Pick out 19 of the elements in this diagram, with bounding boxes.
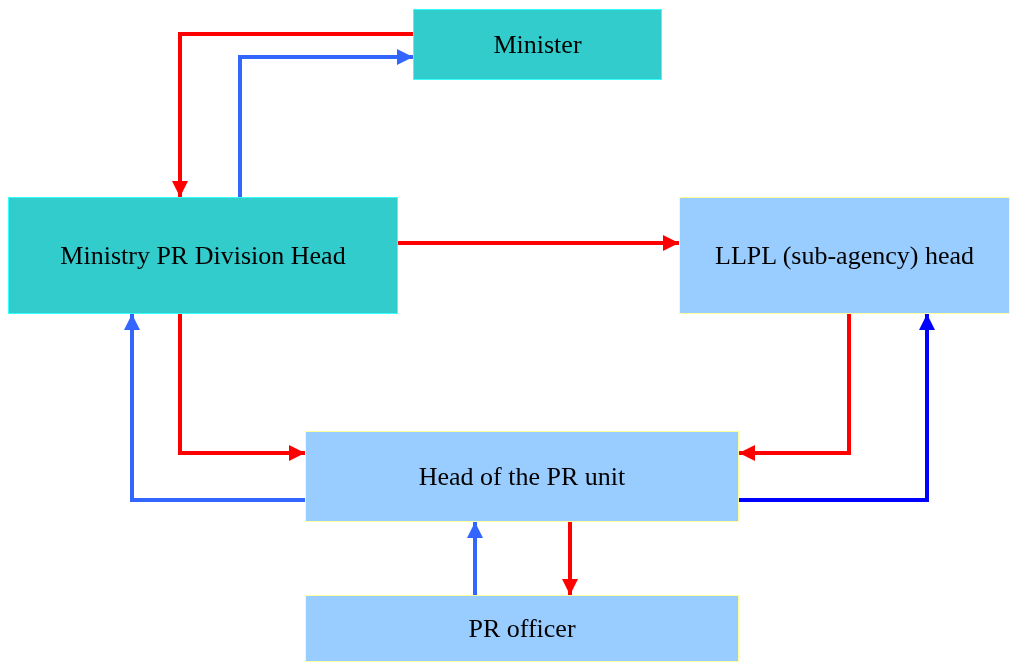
box-label: Head of the PR unit	[418, 460, 626, 493]
arrow	[124, 314, 305, 502]
process-box	[305, 431, 739, 522]
process-box	[679, 197, 1010, 314]
box-label: LLPL (sub-agency) head	[715, 239, 974, 272]
process-box	[8, 197, 398, 314]
arrow	[739, 314, 935, 502]
arrow	[172, 32, 413, 197]
arrow	[562, 522, 578, 595]
process-box	[413, 9, 662, 80]
box-label: Ministry PR Division Head	[60, 239, 346, 272]
arrow	[238, 49, 413, 197]
process-box	[305, 595, 739, 662]
arrow	[739, 314, 851, 461]
arrow	[178, 314, 305, 461]
arrow	[398, 235, 679, 251]
box-label: Minister	[493, 28, 582, 61]
arrow	[467, 522, 483, 595]
box-label: PR officer	[468, 612, 576, 645]
